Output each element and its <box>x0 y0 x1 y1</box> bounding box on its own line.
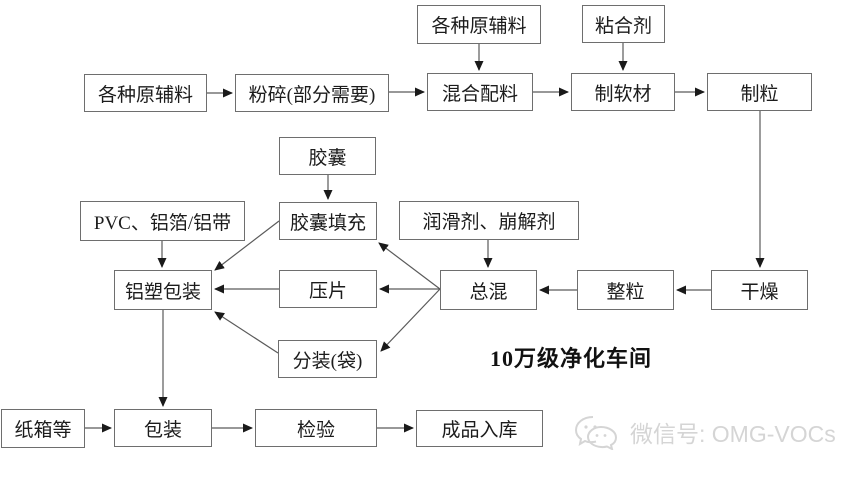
cleanroom-grade-label: 10万级净化车间 <box>490 346 653 371</box>
flow-node-blister-packaging: 铝塑包装 <box>114 270 212 310</box>
watermark-text: 微信号: OMG-VOCs <box>630 421 836 447</box>
flow-node-pvc-foil: PVC、铝箔/铝带 <box>80 201 245 241</box>
flow-node-raw-materials-1: 各种原辅料 <box>84 74 207 112</box>
flow-node-capsule: 胶囊 <box>279 137 376 175</box>
flow-node-mixing: 混合配料 <box>427 73 533 111</box>
flow-node-drying: 干燥 <box>711 270 808 310</box>
watermark: 微信号: OMG-VOCs <box>573 414 836 450</box>
flow-node-granulation: 制粒 <box>707 73 812 111</box>
flow-node-granule-sizing: 整粒 <box>577 270 674 310</box>
flow-node-packaging: 包装 <box>114 409 212 447</box>
connector-blending-bagfill <box>380 288 441 352</box>
flow-node-carton: 纸箱等 <box>1 409 85 448</box>
flow-node-finished-warehouse: 成品入库 <box>416 410 543 447</box>
flow-node-crushing: 粉碎(部分需要) <box>235 74 389 112</box>
connector-capsulefill-blister <box>214 220 280 271</box>
flow-node-soft-material: 制软材 <box>571 73 675 111</box>
flow-node-capsule-filling: 胶囊填充 <box>279 202 377 240</box>
flow-node-tablet-pressing: 压片 <box>279 270 377 308</box>
flow-node-bag-filling: 分装(袋) <box>278 340 377 378</box>
wechat-icon <box>574 416 618 450</box>
flow-node-lubricant-disintegrant: 润滑剂、崩解剂 <box>399 201 579 240</box>
flow-node-final-blending: 总混 <box>440 270 537 310</box>
connector-bagfill-blister <box>214 311 279 354</box>
connector-blending-capsulefill <box>378 242 441 290</box>
flow-node-raw-materials-2: 各种原辅料 <box>417 5 541 44</box>
flow-node-binder: 粘合剂 <box>582 5 665 43</box>
flow-node-inspection: 检验 <box>255 409 377 447</box>
